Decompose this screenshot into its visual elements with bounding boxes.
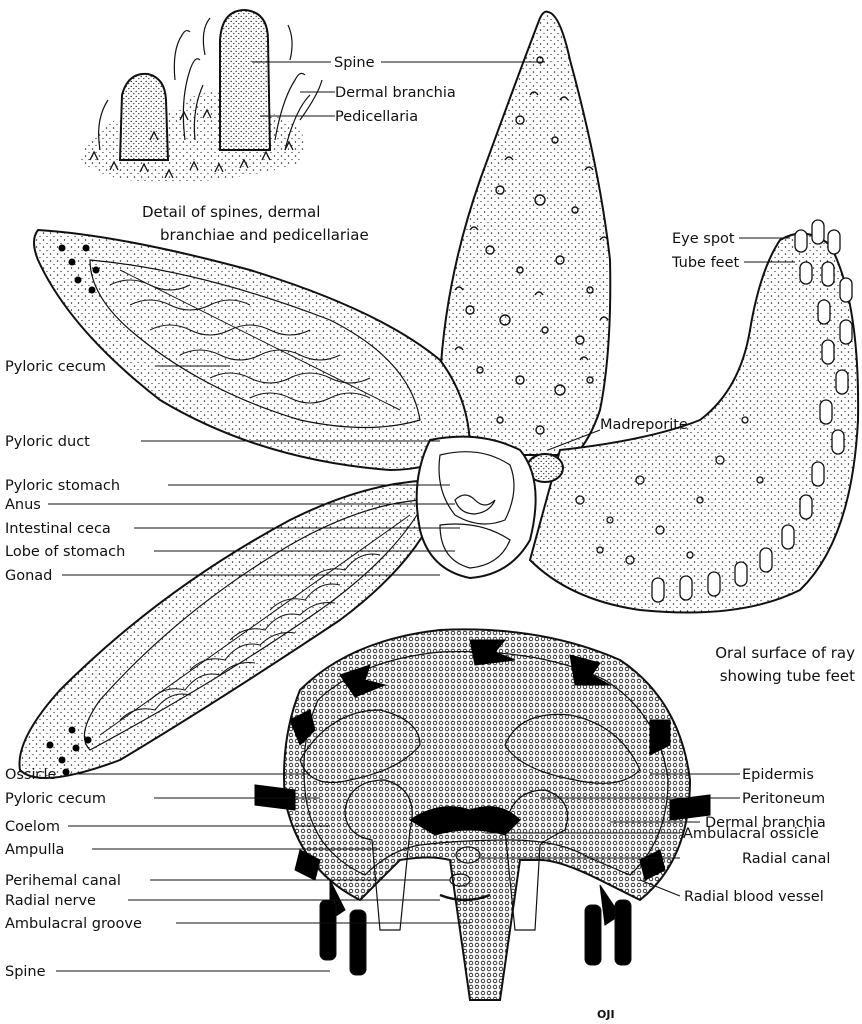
label-pyloric-cecum-lower: Pyloric cecum <box>5 791 106 807</box>
label-coelom: Coelom <box>5 819 60 835</box>
label-intestinal-ceca: Intestinal ceca <box>5 521 111 537</box>
dissected-upper-arm <box>34 230 470 470</box>
label-tube-feet: Tube feet <box>671 255 740 271</box>
label-ossicle: Ossicle <box>5 767 57 783</box>
label-pyloric-duct: Pyloric duct <box>5 434 90 450</box>
label-anus: Anus <box>5 497 41 513</box>
label-peritoneum: Peritoneum <box>742 791 825 807</box>
label-spine-bottom: Spine <box>5 964 46 980</box>
artist-initials: OJI <box>597 1008 615 1021</box>
label-eye-spot: Eye spot <box>672 231 735 247</box>
aboral-arm-body <box>440 12 610 455</box>
upper-arm-outline <box>34 230 470 470</box>
oral-caption-line1: Oral surface of ray <box>715 644 855 662</box>
label-madreporite: Madreporite <box>600 417 688 433</box>
central-disc <box>417 437 536 578</box>
detail-spine-small <box>120 74 168 160</box>
label-lobe-of-stomach: Lobe of stomach <box>5 544 125 560</box>
label-epidermis: Epidermis <box>742 767 814 783</box>
oral-caption-line2: showing tube feet <box>720 667 855 685</box>
label-pedicellaria: Pedicellaria <box>335 109 418 125</box>
label-radial-nerve: Radial nerve <box>5 893 96 909</box>
detail-spine-large <box>220 10 270 150</box>
disc-outline <box>417 437 536 578</box>
aboral-arm <box>440 12 610 455</box>
label-ambulacral-groove: Ambulacral groove <box>5 916 142 932</box>
detail-inset <box>80 10 322 182</box>
detail-caption-line2: branchiae and pedicellariae <box>160 226 369 244</box>
detail-caption-line1: Detail of spines, dermal <box>142 203 320 221</box>
label-pyloric-stomach: Pyloric stomach <box>5 478 120 494</box>
label-radial-canal: Radial canal <box>742 851 830 867</box>
label-radial-blood-vessel: Radial blood vessel <box>684 889 824 905</box>
label-perihemal-canal: Perihemal canal <box>5 873 121 889</box>
label-ambulacral-ossicle: Ambulacral ossicle <box>683 826 819 842</box>
ray-cross-section <box>255 629 710 1000</box>
label-dermal-branchia-top: Dermal branchia <box>335 85 456 101</box>
label-gonad: Gonad <box>5 568 52 584</box>
label-ampulla: Ampulla <box>5 842 64 858</box>
label-pyloric-cecum-upper: Pyloric cecum <box>5 359 106 375</box>
label-spine-top: Spine <box>334 55 375 71</box>
